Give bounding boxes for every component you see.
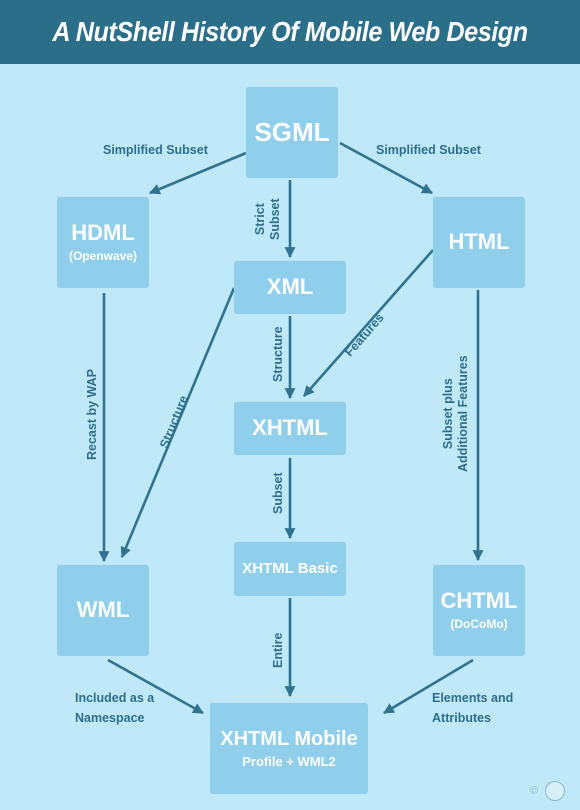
node-xhtml-basic: XHTML Basic: [234, 541, 346, 596]
node-hdml: HDML (Openwave): [57, 196, 149, 288]
arrow-wml-mobile: [107, 658, 204, 715]
label-xml-xhtml: Structure: [271, 326, 285, 382]
node-xhtml-label: XHTML: [252, 415, 328, 440]
label-sgml-html: Simplified Subset: [376, 143, 481, 157]
label-basic-mobile: Entire: [271, 632, 285, 668]
label-html-chtml-2: Additional Features: [456, 355, 470, 472]
node-xhtml-mobile: XHTML Mobile Profile + WML2: [210, 702, 368, 794]
node-wml-label: WML: [76, 597, 130, 622]
label-sgml-hdml: Simplified Subset: [103, 143, 208, 157]
node-xml-label: XML: [266, 274, 314, 299]
arrow-chtml-mobile: [383, 658, 474, 715]
page-title: A NutShell History Of Mobile Web Design: [52, 16, 528, 47]
node-chtml: CHTML (DoCoMo): [433, 564, 525, 656]
label-wml-mobile-2: Namespace: [75, 711, 145, 725]
label-html-chtml: Subset plus Additional Features: [441, 355, 471, 472]
header-banner: A NutShell History Of Mobile Web Design: [0, 0, 580, 64]
label-wml-mobile-1: Included as a: [75, 691, 155, 705]
arrow-sgml-html: [339, 141, 433, 195]
logo-icon: [545, 781, 565, 801]
label-html-chtml-1: Subset plus: [441, 378, 455, 450]
node-wml: WML: [57, 564, 149, 656]
node-chtml-sub: (DoCoMo): [450, 617, 508, 631]
node-sgml: SGML: [246, 86, 338, 178]
node-xhtml-mobile-label: XHTML Mobile: [220, 728, 358, 750]
node-xhtml: XHTML: [234, 401, 346, 455]
label-sgml-xml: Strict Subset: [253, 198, 283, 240]
label-chtml-mobile-1: Elements and: [432, 691, 514, 705]
label-chtml-mobile-2: Attributes: [432, 711, 492, 725]
label-xhtml-basic: Subset: [271, 472, 285, 514]
node-sgml-label: SGML: [254, 117, 330, 147]
node-xml: XML: [234, 260, 346, 314]
node-hdml-label: HDML: [71, 220, 135, 245]
copyright-symbol: ©: [530, 785, 539, 797]
node-chtml-label: CHTML: [440, 588, 518, 613]
node-html-label: HTML: [448, 229, 510, 254]
label-sgml-xml-2: Subset: [268, 198, 282, 240]
label-sgml-xml-1: Strict: [253, 203, 267, 236]
arrow-sgml-hdml: [148, 151, 247, 195]
arrow-xml-wml: [120, 287, 236, 559]
node-xhtml-mobile-sub: Profile + WML2: [242, 754, 336, 769]
label-hdml-wml: Recast by WAP: [85, 368, 99, 460]
node-xhtml-basic-label: XHTML Basic: [242, 559, 338, 577]
node-html: HTML: [433, 196, 525, 288]
node-hdml-sub: (Openwave): [68, 249, 137, 263]
arrow-html-xhtml: [303, 249, 434, 397]
